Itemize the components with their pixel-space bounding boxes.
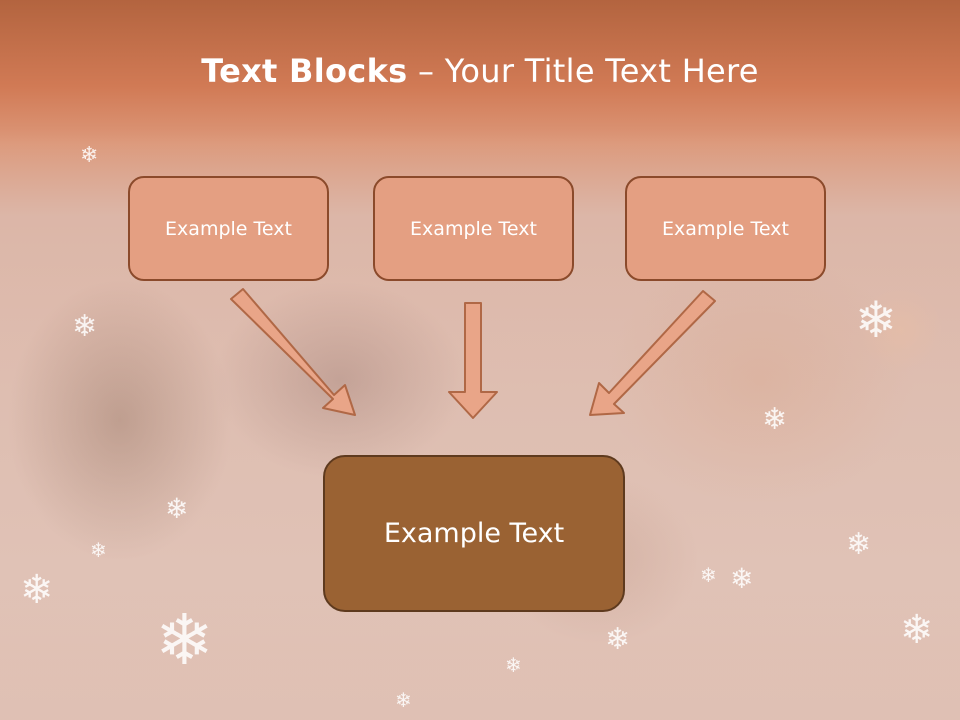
snowflake-icon: ❄ bbox=[605, 622, 631, 657]
arrow-left bbox=[230, 288, 356, 416]
snowflake-icon: ❄ bbox=[395, 688, 412, 712]
snowflake-icon: ❄ bbox=[72, 309, 98, 344]
snowflake-icon: ❄ bbox=[900, 607, 934, 653]
snowflake-icon: ❄ bbox=[762, 402, 788, 437]
text-block-3[interactable]: Example Text bbox=[625, 176, 826, 281]
snowflake-icon: ❄ bbox=[155, 599, 214, 681]
title-separator: – bbox=[407, 52, 445, 90]
snowflake-icon: ❄ bbox=[20, 567, 54, 613]
arrow-right bbox=[589, 290, 716, 416]
snowflake-icon: ❄ bbox=[90, 538, 107, 562]
arrow-center bbox=[448, 302, 498, 419]
snowflake-icon: ❄ bbox=[505, 653, 522, 677]
snowflake-icon: ❄ bbox=[700, 563, 717, 587]
snowflake-icon: ❄ bbox=[730, 562, 754, 595]
text-block-2[interactable]: Example Text bbox=[373, 176, 574, 281]
main-text-block[interactable]: Example Text bbox=[323, 455, 625, 612]
snowflake-icon: ❄ bbox=[846, 527, 872, 562]
slide-title: Text Blocks – Your Title Text Here bbox=[0, 52, 960, 90]
title-bold: Text Blocks bbox=[201, 52, 408, 90]
title-rest: Your Title Text Here bbox=[444, 52, 759, 90]
text-block-1[interactable]: Example Text bbox=[128, 176, 329, 281]
snowflake-icon: ❄ bbox=[165, 492, 189, 525]
snowflake-icon: ❄ bbox=[80, 143, 99, 168]
snowflake-icon: ❄ bbox=[855, 291, 897, 349]
